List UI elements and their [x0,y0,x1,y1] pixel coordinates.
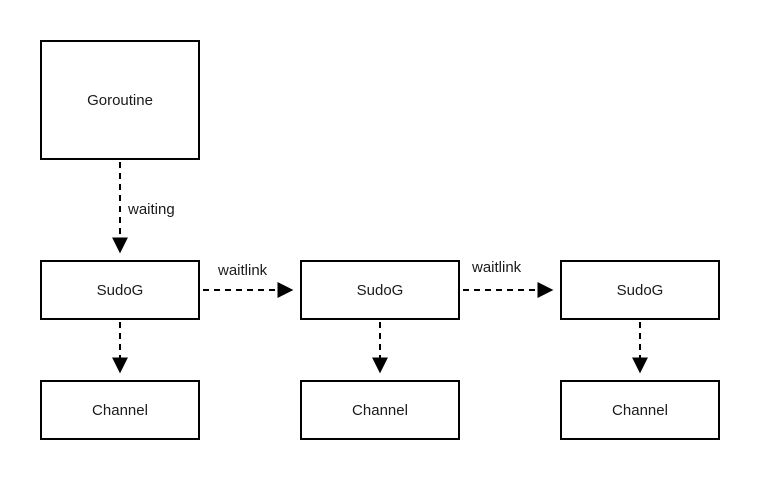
node-channel-2: Channel [300,380,460,440]
node-channel-3-label: Channel [612,401,668,419]
node-goroutine: Goroutine [40,40,200,160]
node-goroutine-label: Goroutine [87,91,153,109]
node-sudog-1-label: SudoG [96,281,144,299]
node-sudog-3: SudoG [560,260,720,320]
edge-label-waiting: waiting [128,201,175,218]
node-sudog-2: SudoG [300,260,460,320]
edge-label-waitlink-2: waitlink [472,259,522,276]
node-channel-3: Channel [560,380,720,440]
node-channel-1: Channel [40,380,200,440]
node-sudog-3-label: SudoG [616,281,664,299]
node-sudog-2-label: SudoG [356,281,404,299]
edge-label-waitlink-1: waitlink [218,262,268,279]
node-channel-2-label: Channel [352,401,408,419]
node-sudog-1: SudoG [40,260,200,320]
node-channel-1-label: Channel [92,401,148,419]
